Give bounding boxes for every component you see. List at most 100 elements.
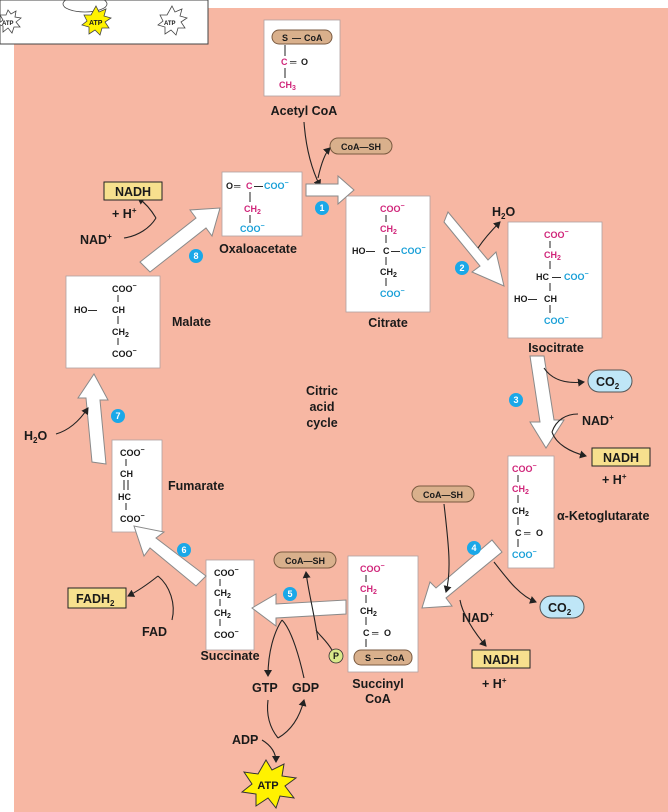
svg-text:CH: CH xyxy=(544,294,557,304)
svg-text:CO2: CO2 xyxy=(548,601,572,617)
svg-text:—: — xyxy=(88,305,97,315)
step-8-badge: 8 xyxy=(189,249,203,263)
step-8-arrow xyxy=(139,207,221,273)
svg-text:C: C xyxy=(246,181,253,191)
legend-atp-left: ATP xyxy=(2,21,14,27)
cycle-center-label: Citric acid cycle xyxy=(306,384,338,430)
legend-box: ATP ATP ATP xyxy=(0,0,209,45)
svg-text:CoA—SH: CoA—SH xyxy=(285,556,325,566)
svg-text:CoA: CoA xyxy=(304,33,323,43)
svg-text:═: ═ xyxy=(289,57,297,67)
svg-text:COO−: COO− xyxy=(360,563,385,574)
svg-text:CoA—SH: CoA—SH xyxy=(423,490,463,500)
nad-step-4: NAD+ xyxy=(459,599,494,647)
svg-text:—: — xyxy=(254,181,263,191)
step-7-badge: 7 xyxy=(111,409,125,423)
svg-text:NAD+: NAD+ xyxy=(582,413,614,428)
center-line-3: cycle xyxy=(306,416,337,430)
svg-text:COO−: COO− xyxy=(112,348,137,359)
svg-text:ATP: ATP xyxy=(257,780,278,792)
svg-text:NAD+: NAD+ xyxy=(80,232,112,247)
nadh-step-3: NADH + H+ xyxy=(591,447,651,487)
diagram-panel xyxy=(14,8,668,812)
svg-text:4: 4 xyxy=(471,543,476,553)
step-7-arrow xyxy=(77,373,109,465)
svg-text:COO−: COO− xyxy=(380,288,405,299)
step-5-badge: 5 xyxy=(283,587,297,601)
svg-text:8: 8 xyxy=(193,251,198,261)
svg-text:1: 1 xyxy=(319,203,324,213)
legend-atp-center: ATP xyxy=(89,20,103,27)
atp-outline-icon: ATP xyxy=(0,9,22,34)
svg-text:—: — xyxy=(366,246,375,256)
nadh-step-4: NADH + H+ xyxy=(471,649,531,691)
svg-text:NADH: NADH xyxy=(483,653,519,667)
svg-text:CO2: CO2 xyxy=(596,375,620,391)
svg-text:CH2: CH2 xyxy=(214,608,231,620)
nadh-step-8: NADH + H+ xyxy=(103,181,163,221)
svg-text:C: C xyxy=(363,628,370,638)
svg-text:COO−: COO− xyxy=(120,447,145,458)
svg-text:FAD: FAD xyxy=(142,625,167,639)
step-6-badge: 6 xyxy=(177,543,191,557)
svg-text:S: S xyxy=(365,653,371,663)
water-step-2: H2O xyxy=(477,205,515,249)
svg-text:—: — xyxy=(391,246,400,256)
step-3-badge: 3 xyxy=(509,393,523,407)
svg-text:COO−: COO− xyxy=(214,629,239,640)
center-line-1: Citric xyxy=(306,384,338,398)
fumarate-label: Fumarate xyxy=(168,479,224,493)
svg-text:CH2: CH2 xyxy=(244,204,261,216)
malate-label: Malate xyxy=(172,315,211,329)
atp-star-icon: ATP xyxy=(81,5,112,36)
svg-text:CH2: CH2 xyxy=(380,267,397,279)
svg-text:CH: CH xyxy=(112,305,125,315)
svg-text:HC: HC xyxy=(536,272,549,282)
coa-sh-released: CoA—SH xyxy=(329,137,393,155)
step-4-arrow xyxy=(421,539,503,609)
acetyl-coa: S — CoA C ═ O CH3 Acetyl CoA xyxy=(263,19,341,118)
svg-text:HO: HO xyxy=(514,294,528,304)
step-6-arrow xyxy=(133,525,207,587)
svg-text:CoA—SH: CoA—SH xyxy=(341,142,381,152)
svg-text:COO−: COO− xyxy=(512,549,537,560)
step-5-arrow xyxy=(251,593,347,627)
svg-text:C: C xyxy=(515,528,522,538)
co2-step-4: CO2 xyxy=(493,561,585,619)
svg-text:—: — xyxy=(292,33,301,43)
oxaloacetate-label: Oxaloacetate xyxy=(219,242,297,256)
co2-step-3: CO2 xyxy=(543,367,633,393)
oxaloacetate: O ═ C — COO− CH2 COO− Oxaloacetate xyxy=(219,171,303,256)
svg-text:C: C xyxy=(383,246,390,256)
acetyl-coa-label: Acetyl CoA xyxy=(271,104,338,118)
svg-text:COO−: COO− xyxy=(120,513,145,524)
succinyl-label-1: Succinyl xyxy=(352,677,403,691)
fad-step-6: FAD FADH2 xyxy=(67,575,174,639)
citrate: COO− CH2 HO — C — COO− CH2 COO− Citrate xyxy=(345,195,431,330)
water-step-7: H2O xyxy=(24,407,89,445)
svg-text:S: S xyxy=(282,33,288,43)
svg-text:+ H+: + H+ xyxy=(112,206,137,221)
svg-text:CH3: CH3 xyxy=(279,80,296,92)
coa-sh-step-4: CoA—SH xyxy=(411,485,475,593)
step-2-arrow xyxy=(443,211,505,287)
svg-text:NADH: NADH xyxy=(115,185,151,199)
isocitrate-label: Isocitrate xyxy=(528,341,584,355)
svg-text:GDP: GDP xyxy=(292,681,319,695)
svg-text:C: C xyxy=(281,57,288,67)
svg-text:CH2: CH2 xyxy=(214,588,231,600)
step-2-badge: 2 xyxy=(455,261,469,275)
svg-text:COO−: COO− xyxy=(240,223,265,234)
atp-star-icon-main: ATP xyxy=(240,759,298,810)
svg-text:P: P xyxy=(333,651,339,661)
svg-text:COO−: COO− xyxy=(512,463,537,474)
svg-text:HO: HO xyxy=(74,305,88,315)
alpha-ketoglutarate: COO− CH2 CH2 C ═ O COO− α-Ketoglutarate xyxy=(507,455,649,569)
svg-text:O: O xyxy=(301,57,308,67)
svg-text:COO−: COO− xyxy=(544,229,569,240)
svg-text:COO−: COO− xyxy=(264,180,289,191)
svg-text:O: O xyxy=(384,628,391,638)
malate: COO− HO — CH CH2 COO− Malate xyxy=(65,275,211,369)
phosphate-badge: P xyxy=(315,629,344,664)
